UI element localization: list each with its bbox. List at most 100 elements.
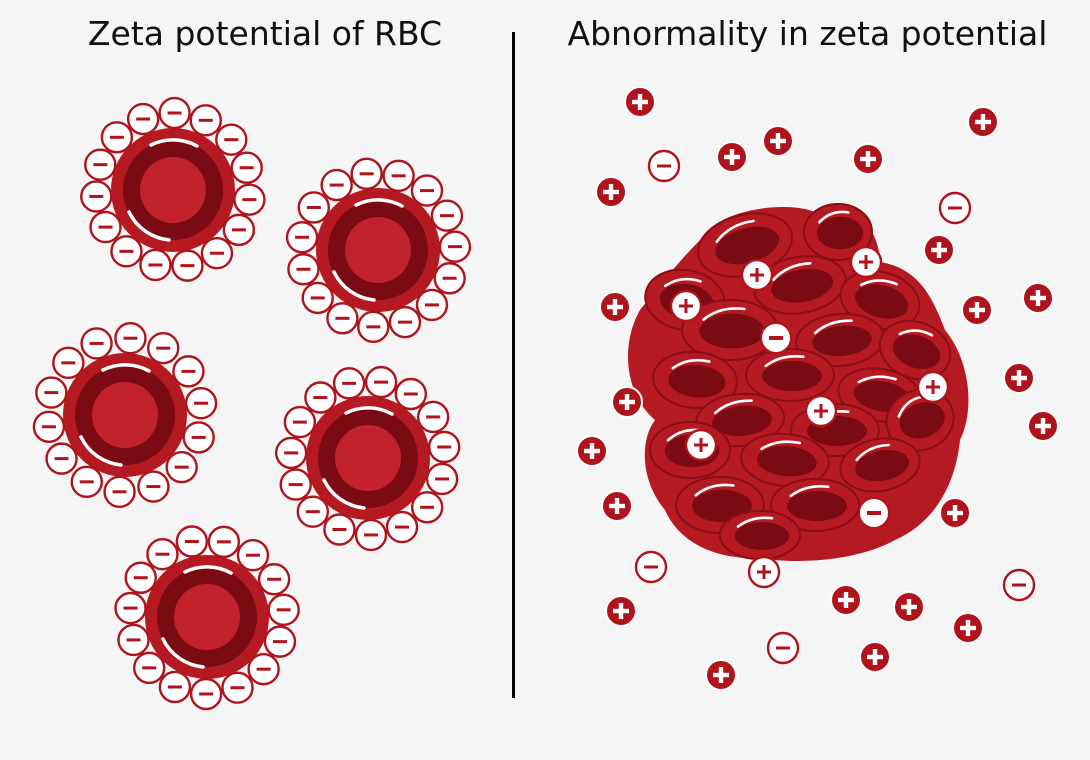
negative-charge-icon <box>634 550 668 584</box>
rbc-aggregate-cluster <box>628 203 969 561</box>
negative-charge-icon <box>416 400 450 434</box>
negative-charge-icon <box>45 442 78 475</box>
negative-charge-icon <box>114 321 147 355</box>
aggregated-red-blood-cell <box>652 350 738 410</box>
positive-charge-icon <box>611 386 643 418</box>
positive-charge-icon <box>893 591 925 623</box>
negative-charge-icon <box>137 470 170 503</box>
red-blood-cell <box>114 525 300 711</box>
positive-charge-icon <box>830 584 862 616</box>
negative-charge-icon <box>84 148 117 181</box>
aggregated-red-blood-cell <box>753 255 847 315</box>
negative-charge-icon <box>114 591 147 625</box>
positive-charge-icon <box>961 294 993 326</box>
negative-charge-icon <box>158 670 192 704</box>
negative-charge-icon <box>274 436 308 470</box>
left-panel-title: Zeta potential of RBC <box>87 14 443 53</box>
positive-charge-icon <box>716 141 748 173</box>
negative-charge-icon <box>263 625 297 658</box>
positive-charge-icon <box>601 490 633 522</box>
aggregated-red-blood-cell <box>839 270 921 330</box>
negative-charge-icon <box>766 631 800 665</box>
negative-charge-icon <box>147 331 180 365</box>
negative-charge-icon <box>247 652 280 686</box>
positive-charge-icon <box>1022 282 1054 314</box>
negative-charge-icon <box>126 102 160 136</box>
negative-charge-icon <box>100 121 134 154</box>
aggregated-red-blood-cell <box>770 478 860 532</box>
negative-charge-icon <box>132 651 166 685</box>
negative-charge-icon <box>236 539 270 572</box>
negative-charge-icon <box>357 310 390 344</box>
negative-charge-icon <box>394 377 428 411</box>
positive-charge-icon <box>599 291 631 323</box>
negative-charge-icon <box>388 305 422 339</box>
aggregated-red-blood-cell <box>878 319 952 381</box>
positive-charge-icon <box>849 245 883 279</box>
positive-charge-icon <box>684 428 718 462</box>
negative-charge-icon <box>326 302 359 335</box>
right-panel-title: Abnormality in zeta potential <box>567 14 1048 53</box>
aggregated-red-blood-cell <box>839 437 921 493</box>
negative-charge-icon <box>103 475 136 509</box>
negative-charge-icon <box>215 123 248 156</box>
negative-charge-icon <box>296 495 330 528</box>
negative-charge-icon <box>385 510 419 544</box>
positive-charge-icon <box>952 612 984 644</box>
aggregated-red-blood-cell <box>740 432 830 488</box>
positive-charge-icon <box>1027 410 1059 442</box>
negative-charge-icon <box>858 497 890 529</box>
negative-charge-icon <box>1002 568 1036 602</box>
positive-charge-icon <box>923 234 955 266</box>
positive-charge-icon <box>916 370 950 404</box>
negative-charge-icon <box>80 180 113 213</box>
negative-charge-icon <box>430 199 464 232</box>
negative-charge-icon <box>221 671 254 704</box>
aggregated-red-blood-cell <box>681 299 779 361</box>
negative-charge-icon <box>304 381 337 414</box>
negative-charge-icon <box>80 327 113 360</box>
positive-charge-icon <box>624 86 656 118</box>
negative-charge-icon <box>415 288 449 322</box>
negative-charge-icon <box>938 191 972 225</box>
positive-charge-icon <box>859 641 891 673</box>
negative-charge-icon <box>70 465 103 499</box>
positive-charge-icon <box>939 497 971 529</box>
positive-charge-icon <box>852 143 884 175</box>
aggregated-red-blood-cell <box>885 388 955 452</box>
negative-charge-icon <box>428 430 461 464</box>
negative-charge-icon <box>410 174 444 207</box>
positive-charge-icon <box>595 176 627 208</box>
negative-charge-icon <box>279 468 312 501</box>
right-panel-aggregated-rbcs <box>576 86 1059 691</box>
negative-charge-icon <box>110 235 143 268</box>
negative-charge-icon <box>297 191 331 224</box>
negative-charge-icon <box>171 249 204 282</box>
negative-charge-icon <box>410 491 444 524</box>
negative-charge-icon <box>647 149 681 183</box>
positive-charge-icon <box>669 289 703 323</box>
negative-charge-icon <box>320 168 353 202</box>
negative-charge-icon <box>184 387 218 420</box>
negative-charge-icon <box>257 563 291 596</box>
negative-charge-icon <box>425 462 459 496</box>
red-blood-cell <box>274 365 461 552</box>
positive-charge-icon <box>762 125 794 157</box>
positive-charge-icon <box>967 106 999 138</box>
negative-charge-icon <box>287 253 320 286</box>
panel-divider <box>512 32 515 698</box>
positive-charge-icon <box>804 394 838 428</box>
negative-charge-icon <box>354 518 388 552</box>
positive-charge-icon <box>605 595 637 627</box>
negative-charge-icon <box>207 525 241 559</box>
negative-charge-icon <box>35 376 68 409</box>
negative-charge-icon <box>382 159 415 193</box>
negative-charge-icon <box>438 230 472 263</box>
negative-charge-icon <box>32 410 66 443</box>
negative-charge-icon <box>182 421 215 454</box>
positive-charge-icon <box>1003 362 1035 394</box>
negative-charge-icon <box>189 677 223 711</box>
positive-charge-icon <box>740 258 774 292</box>
negative-charge-icon <box>117 623 150 657</box>
negative-charge-icon <box>433 262 466 295</box>
